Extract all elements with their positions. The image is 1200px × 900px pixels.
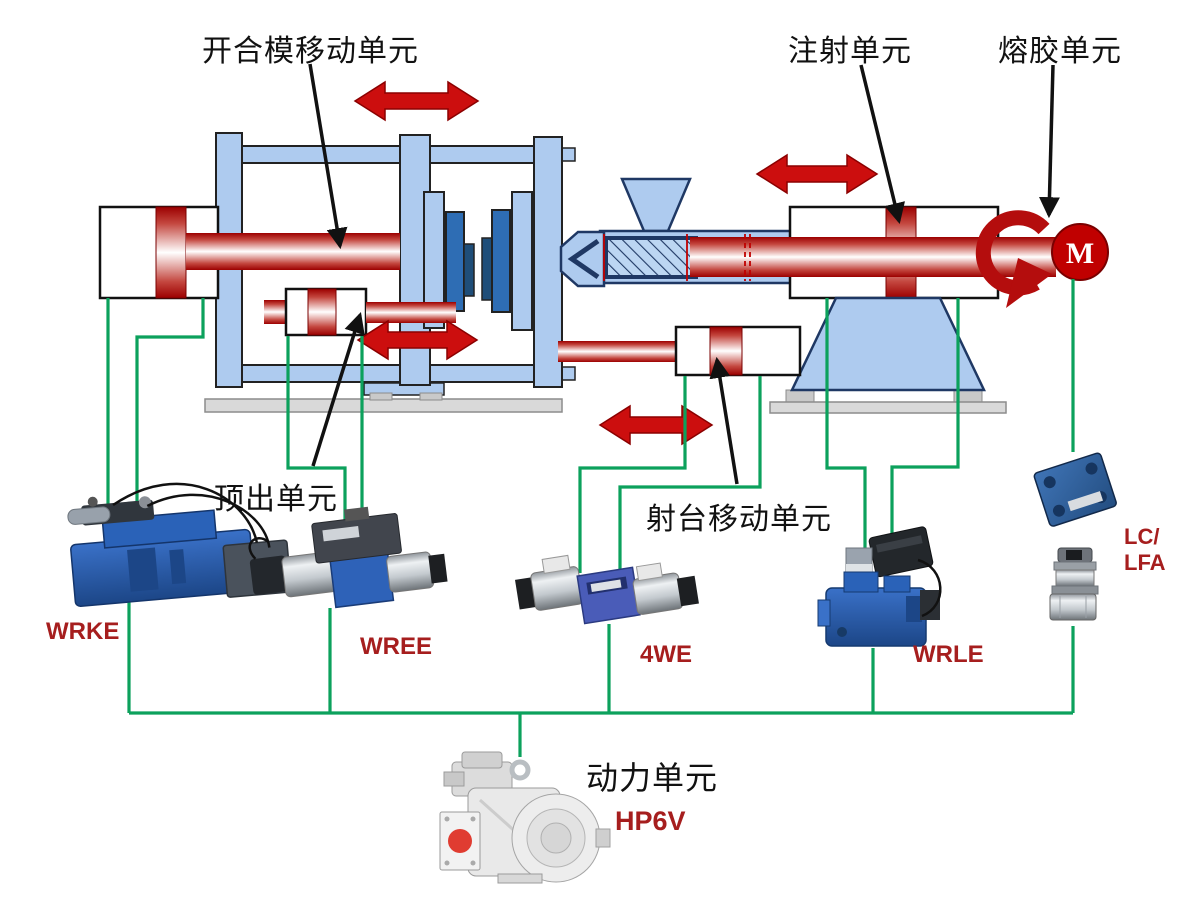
label-lfa: LFA <box>1124 550 1166 576</box>
movement-arrow-clamp <box>353 80 480 122</box>
pointer-injection-unit <box>859 64 905 225</box>
label-ejector-unit: 顶出单元 <box>214 483 338 516</box>
movement-arrow-carriage <box>598 404 714 446</box>
machine-base-right <box>769 389 1007 414</box>
wrle-valve-image <box>817 526 942 647</box>
mold-halves <box>423 191 533 331</box>
pointer-melt-unit <box>1038 64 1060 219</box>
movement-arrow-injection <box>755 153 879 195</box>
barrel-joint-marks <box>603 234 751 281</box>
line-injection-to-wrle-2 <box>890 298 960 538</box>
label-injection-unit: 注射单元 <box>788 35 912 68</box>
label-lc: LC/ <box>1124 524 1160 549</box>
hp6v-pump-image <box>439 751 611 884</box>
line-carriage-to-4we-2 <box>618 376 762 577</box>
label-4we: 4WE <box>640 641 693 668</box>
carriage-cylinder <box>558 325 802 377</box>
label-wree: WREE <box>360 633 432 660</box>
label-hp6v: HP6V <box>615 806 686 836</box>
screw-hatched <box>604 236 698 279</box>
movement-arrow-ejector <box>356 319 479 361</box>
wrke-valve-image <box>67 482 292 607</box>
lfa-cover-image <box>1033 452 1117 527</box>
label-wrle: WRLE <box>913 641 984 668</box>
pointer-clamp-unit <box>308 63 348 250</box>
hopper <box>620 177 692 233</box>
hydraulic-lines <box>106 279 1075 757</box>
motor-label: M <box>1066 237 1094 270</box>
label-carriage-unit: 射台移动单元 <box>646 503 832 536</box>
carriage-support <box>790 296 986 392</box>
rotation-arrow <box>975 210 1052 308</box>
motor: M <box>1051 223 1109 281</box>
machine-base-left <box>204 382 563 413</box>
clamp-ram-rod <box>186 233 400 270</box>
pointer-ejector-unit <box>311 311 365 467</box>
nozzle-chevron <box>567 238 600 280</box>
nozzle <box>559 230 606 288</box>
lc-cartridge-image <box>1049 547 1099 621</box>
fixed-platen <box>533 136 563 388</box>
annotation-arrows <box>308 63 1060 485</box>
line-injection-to-wrle-1 <box>825 298 867 553</box>
label-clamp-unit: 开合模移动单元 <box>202 35 419 68</box>
line-ejector-to-wree-1 <box>286 336 347 532</box>
label-power-unit: 动力单元 <box>586 760 719 796</box>
pointer-carriage-unit <box>709 356 739 485</box>
line-clamp-to-wrke-2 <box>135 298 205 508</box>
line-carriage-to-4we-1 <box>578 376 687 573</box>
we4-valve-image <box>515 554 699 625</box>
label-wrke: WRKE <box>46 618 120 645</box>
label-melt-unit: 熔胶单元 <box>998 35 1122 68</box>
wree-valve-image <box>248 506 448 609</box>
label-lc-lfa: LC/ LFA <box>1124 524 1166 577</box>
